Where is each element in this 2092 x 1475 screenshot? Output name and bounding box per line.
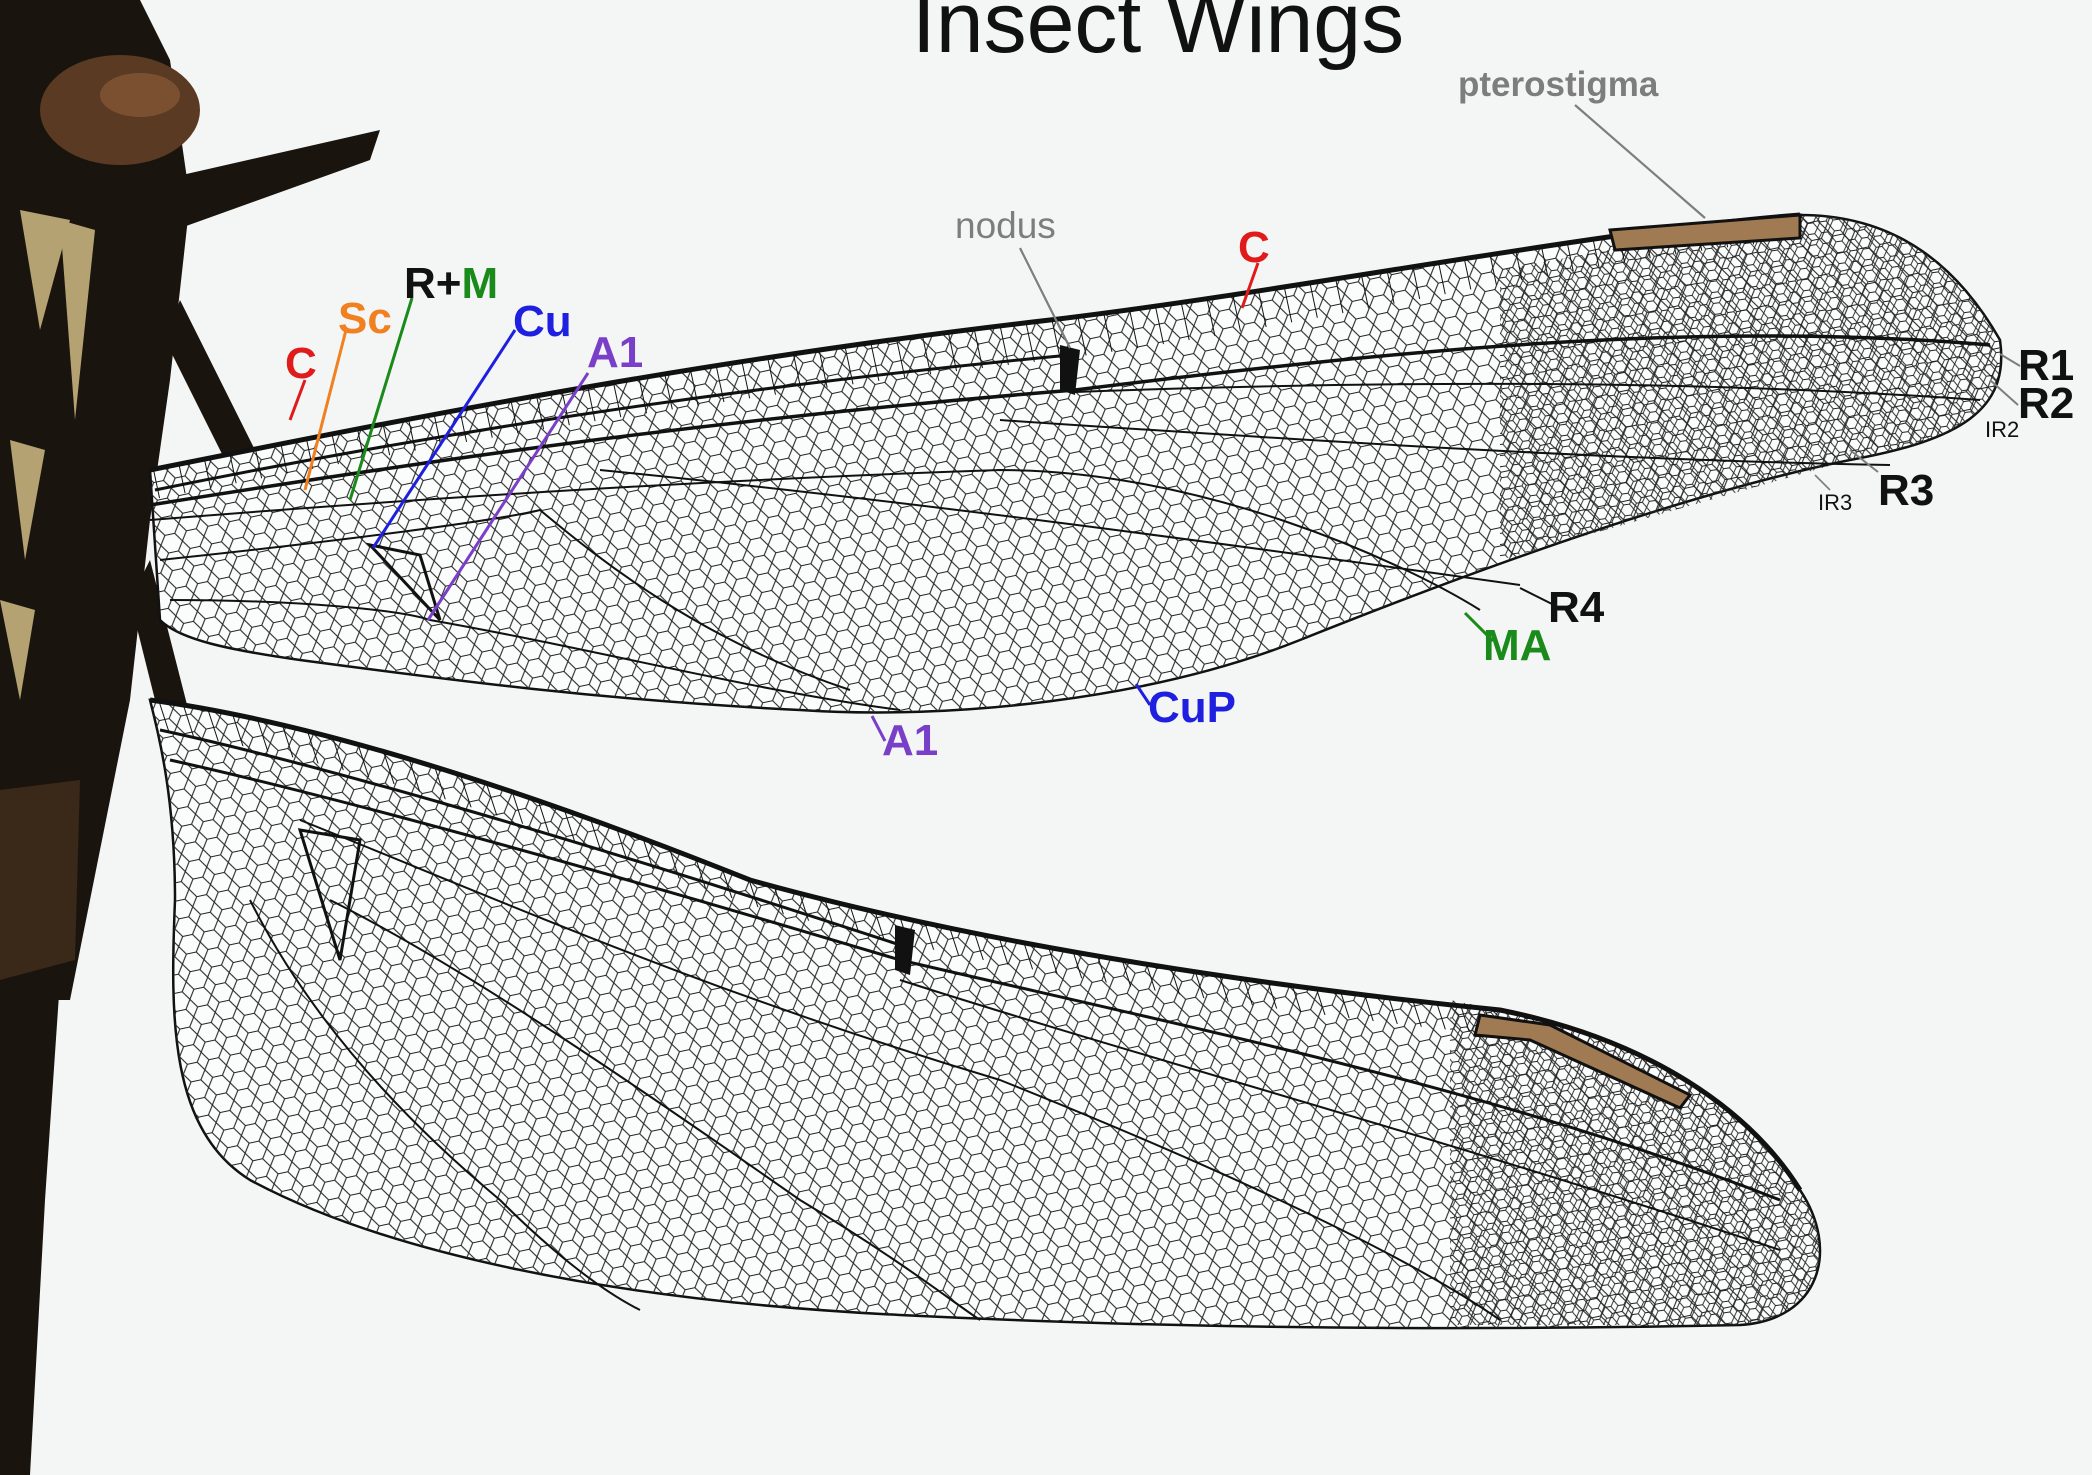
label-a1-margin: A1 [882, 716, 938, 765]
leader-r1 [2000, 354, 2020, 366]
label-cu: Cu [513, 297, 572, 346]
label-r3: R3 [1878, 466, 1934, 515]
label-ma: MA [1483, 621, 1551, 670]
label-sc: Sc [338, 294, 392, 343]
abdomen-segment [0, 780, 80, 980]
leg [160, 130, 380, 230]
label-a1-base: A1 [587, 328, 643, 377]
leader-ir3 [1815, 475, 1830, 490]
hind-wing-apex-cells [1450, 990, 1850, 1340]
label-r2: R2 [2018, 379, 2074, 428]
label-m-part: M [461, 259, 498, 308]
abdomen [0, 980, 60, 1475]
label-ir3: IR3 [1818, 490, 1852, 515]
label-cup: CuP [1148, 683, 1236, 732]
label-r4: R4 [1548, 583, 1605, 632]
label-ir2: IR2 [1985, 417, 2019, 442]
label-r-part: R+ [404, 259, 461, 308]
label-c-fore: C [1238, 223, 1270, 272]
leader-pterostigma [1575, 105, 1705, 218]
hind-wing [150, 690, 1850, 1340]
diagram-title: Insect Wings [912, 0, 1404, 71]
label-pterostigma: pterostigma [1458, 65, 1659, 104]
label-c-base: C [285, 339, 317, 388]
label-nodus: nodus [955, 205, 1056, 246]
eye-highlight [100, 73, 180, 117]
label-r-m: R+M [404, 259, 498, 308]
